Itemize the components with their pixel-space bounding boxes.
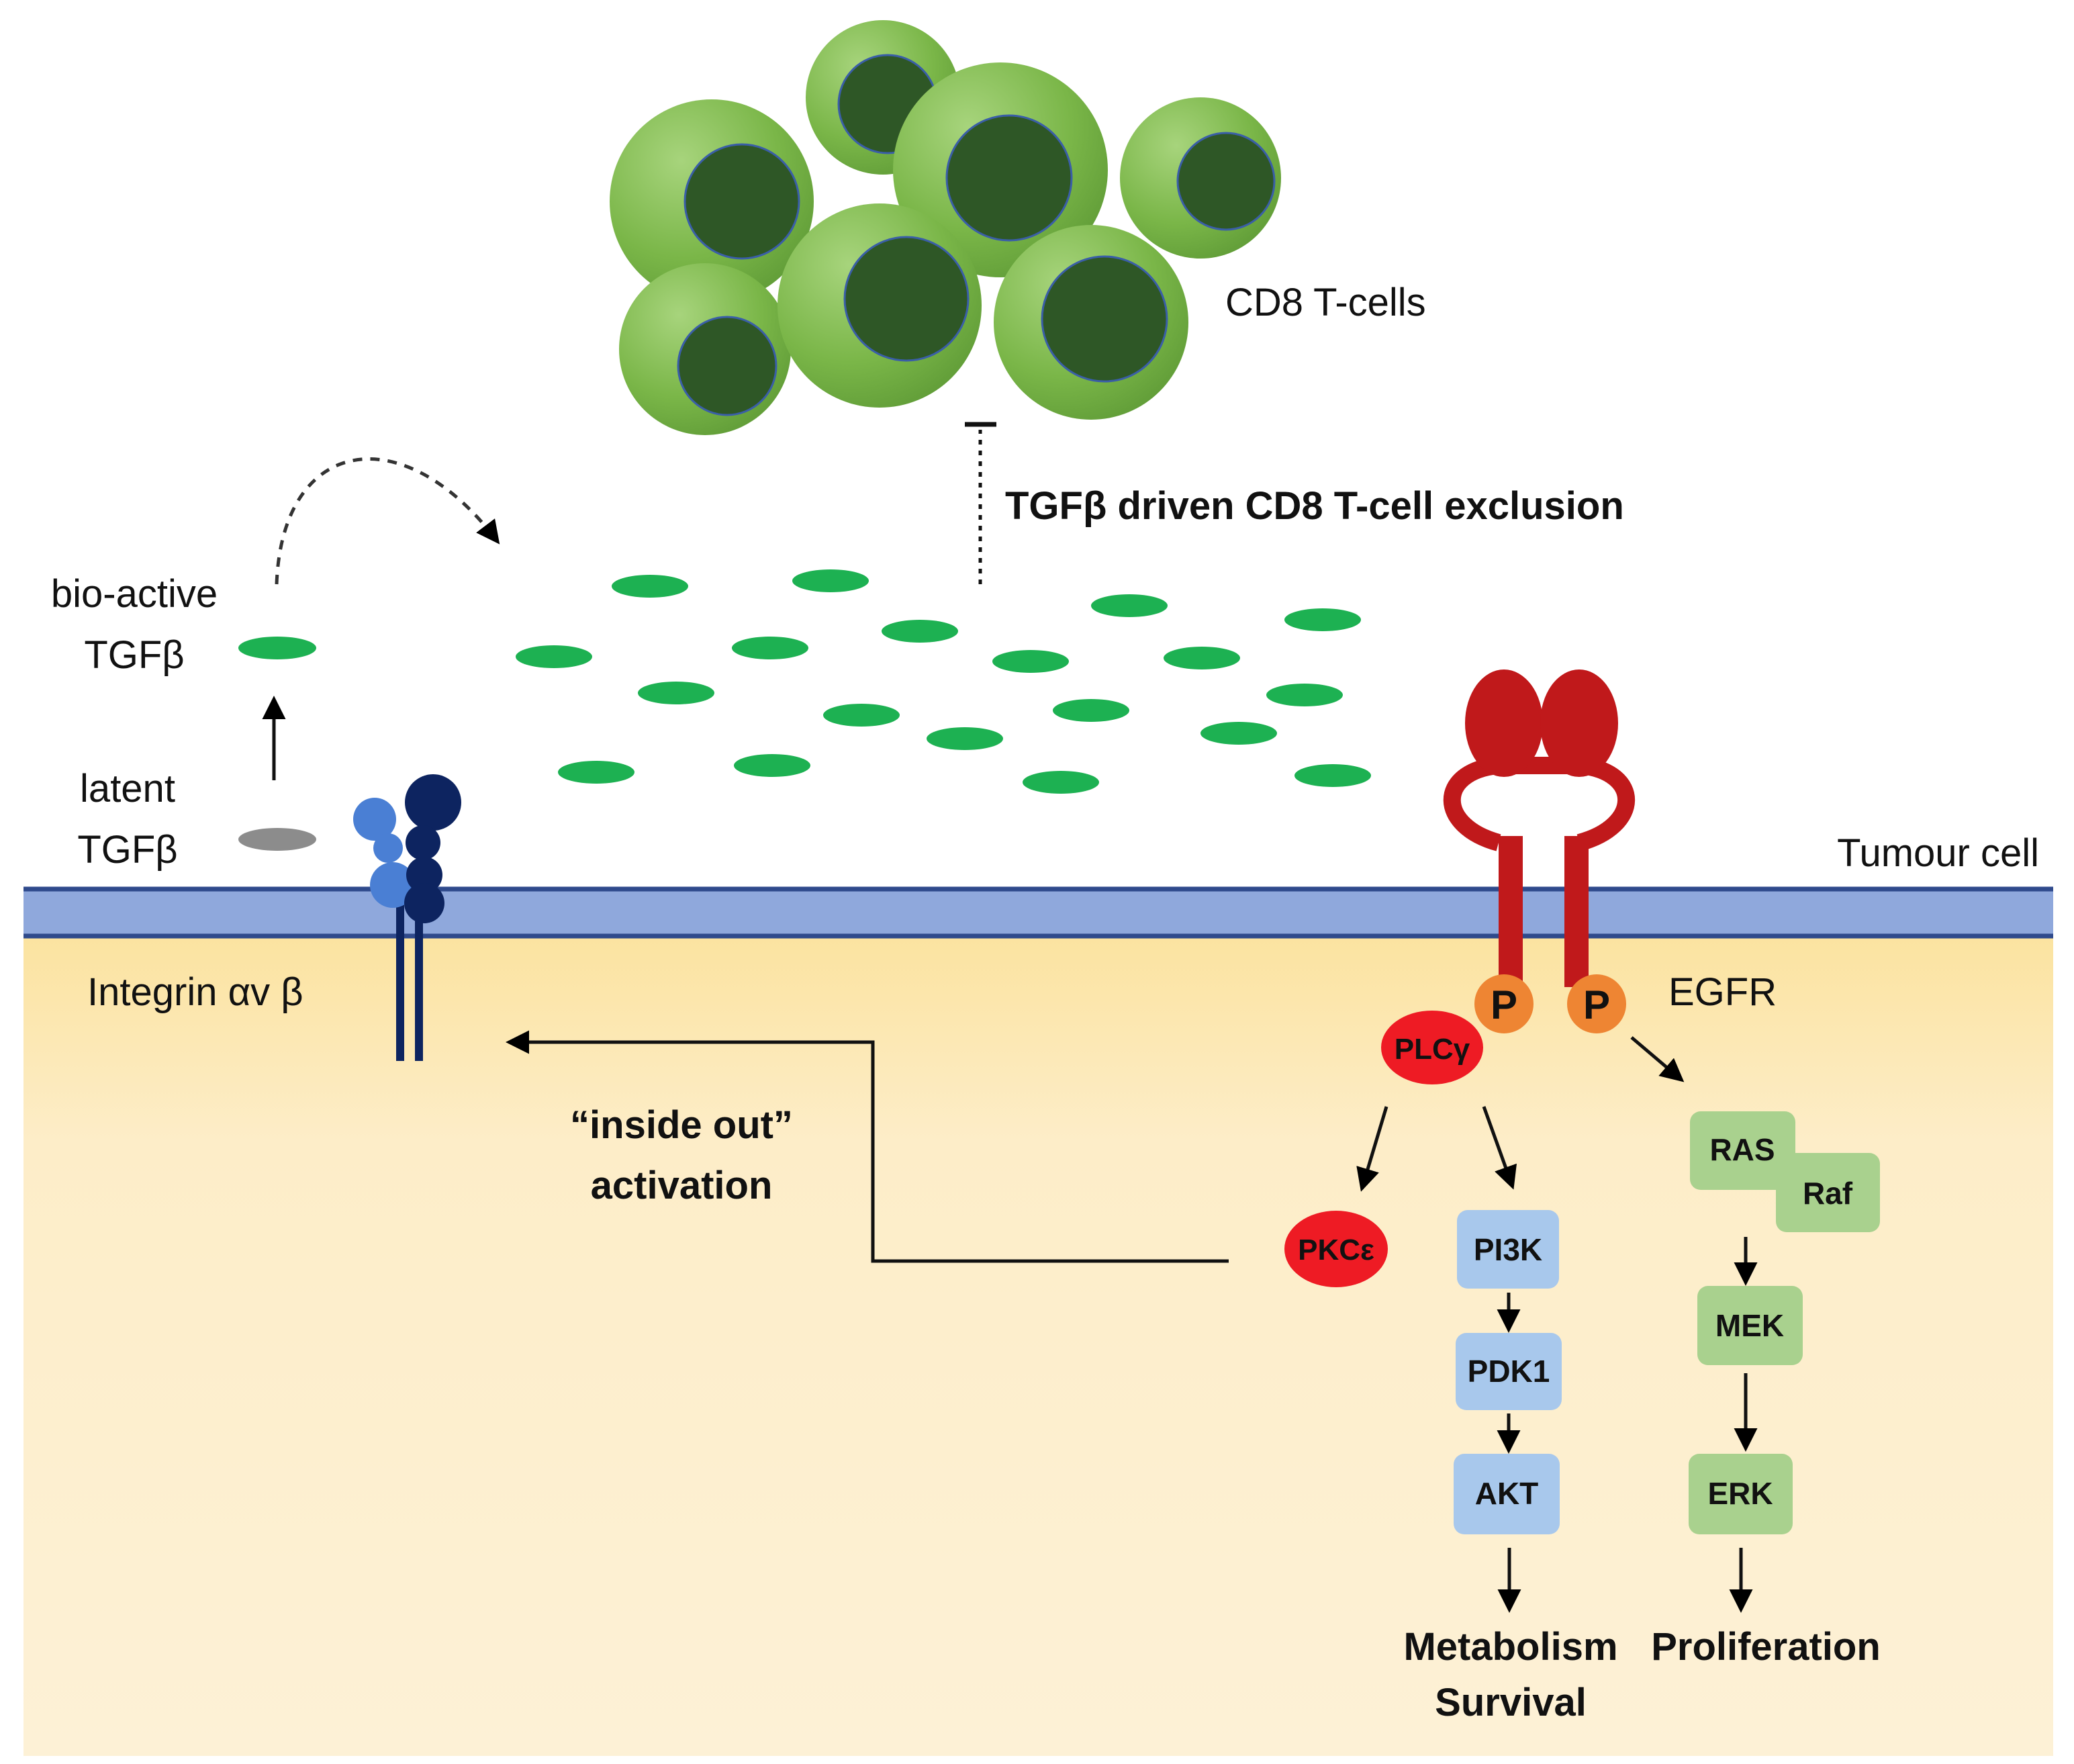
pi3k-label: PI3K: [1474, 1232, 1542, 1267]
pathway-arrows: [506, 1030, 1758, 1613]
egfr-transmembrane-left: [1499, 836, 1523, 987]
exclusion-inhibition-bar: [965, 422, 996, 584]
metabolism-label: Metabolism: [1403, 1625, 1617, 1669]
tgfb-molecule: [516, 645, 592, 668]
cell-membrane: [23, 886, 2053, 939]
egfr-receptor: [1443, 669, 1635, 987]
akt-label: AKT: [1475, 1476, 1539, 1511]
integrin-receptor: [353, 774, 461, 1061]
tgfb-molecule: [1091, 594, 1168, 617]
arrow-plcg-to-pkce: [1356, 1106, 1388, 1192]
raf-node: Raf: [1776, 1153, 1880, 1232]
akt-node: AKT: [1454, 1454, 1560, 1534]
tgfb-molecule: [1284, 608, 1361, 631]
tgfb-molecule: [1164, 647, 1240, 669]
integrin-alpha-subunit: [353, 798, 416, 908]
tgfb-molecule: [823, 704, 900, 727]
phospho-site-left: P: [1474, 974, 1534, 1033]
bioactive-label-line1: bio-active: [51, 572, 218, 616]
tcell: [893, 62, 1108, 277]
survival-label: Survival: [1435, 1681, 1587, 1724]
tgfb-molecule: [1023, 771, 1099, 794]
inside-out-label-line1: “inside out”: [570, 1103, 793, 1147]
arrow-p-to-ras: [1630, 1036, 1685, 1082]
pdk1-label: PDK1: [1468, 1354, 1550, 1389]
tcell: [777, 203, 982, 408]
egfr-ligand-lobe-left: [1465, 669, 1543, 777]
integrin-beta-subunit: [404, 774, 461, 923]
phospho-right-label: P: [1583, 982, 1610, 1027]
latent-label-line1: latent: [80, 767, 175, 810]
tcell: [610, 99, 814, 304]
erk-node: ERK: [1689, 1454, 1793, 1534]
tgfb-molecule: [882, 620, 958, 643]
tgfb-molecule: [1266, 684, 1343, 706]
plcg-node: PLCγ: [1381, 1011, 1483, 1084]
tgfb-molecule: [732, 637, 808, 659]
bioactive-tgfb-molecule: [238, 637, 316, 659]
tgfb-molecule: [992, 650, 1069, 673]
tgfb-molecule: [612, 575, 688, 598]
arrow-inside-out-activation: [506, 1030, 1229, 1263]
tumour-cell-label: Tumour cell: [1837, 831, 2039, 875]
tgfb-molecule: [1294, 764, 1371, 787]
latent-label-line2: TGFβ: [77, 828, 177, 872]
phospho-left-label: P: [1491, 982, 1517, 1027]
exclusion-label: TGFβ driven CD8 T-cell exclusion: [1005, 484, 1624, 528]
pkce-node: PKCε: [1284, 1211, 1388, 1287]
pdk1-node: PDK1: [1456, 1333, 1562, 1410]
plcg-label: PLCγ: [1395, 1033, 1470, 1066]
cd8-tcell-cluster: [610, 20, 1281, 435]
ras-label: RAS: [1709, 1132, 1775, 1167]
tgfb-molecule: [1053, 699, 1129, 722]
proliferation-label: Proliferation: [1651, 1625, 1881, 1669]
latent-tgfb-molecule: [238, 828, 316, 851]
tgfb-molecule: [927, 727, 1003, 750]
egfr-label: EGFR: [1668, 970, 1777, 1014]
erk-label: ERK: [1707, 1476, 1773, 1511]
pi3k-node: PI3K: [1457, 1210, 1559, 1289]
tcell: [1120, 97, 1281, 259]
tgfb-molecule: [638, 682, 714, 704]
mek-label: MEK: [1715, 1308, 1784, 1343]
tgfb-molecule: [792, 569, 869, 592]
tcell: [619, 263, 791, 435]
activation-curve-arrow: [275, 457, 500, 585]
inside-out-label-line2: activation: [591, 1164, 773, 1207]
phospho-site-right: P: [1567, 974, 1626, 1033]
egfr-ligand-lobe-right: [1540, 669, 1618, 777]
raf-label: Raf: [1803, 1176, 1853, 1211]
arrow-plcg-to-pi3k: [1482, 1106, 1517, 1190]
bioactive-label-line2: TGFβ: [84, 633, 184, 677]
tgfb-molecule: [734, 754, 810, 777]
pkce-label: PKCε: [1298, 1234, 1374, 1266]
integrin-label: Integrin αv β: [87, 970, 303, 1014]
cd8-tcells-label: CD8 T-cells: [1225, 281, 1426, 324]
mek-node: MEK: [1697, 1286, 1803, 1365]
tgfb-molecule: [1200, 722, 1277, 745]
egfr-ring: [1443, 757, 1635, 851]
ras-node: RAS: [1690, 1111, 1795, 1190]
tgfb-molecule: [558, 761, 634, 784]
egfr-transmembrane-right: [1564, 836, 1589, 987]
bioactive-tgfb-field: [516, 569, 1371, 794]
tcell: [994, 225, 1188, 420]
